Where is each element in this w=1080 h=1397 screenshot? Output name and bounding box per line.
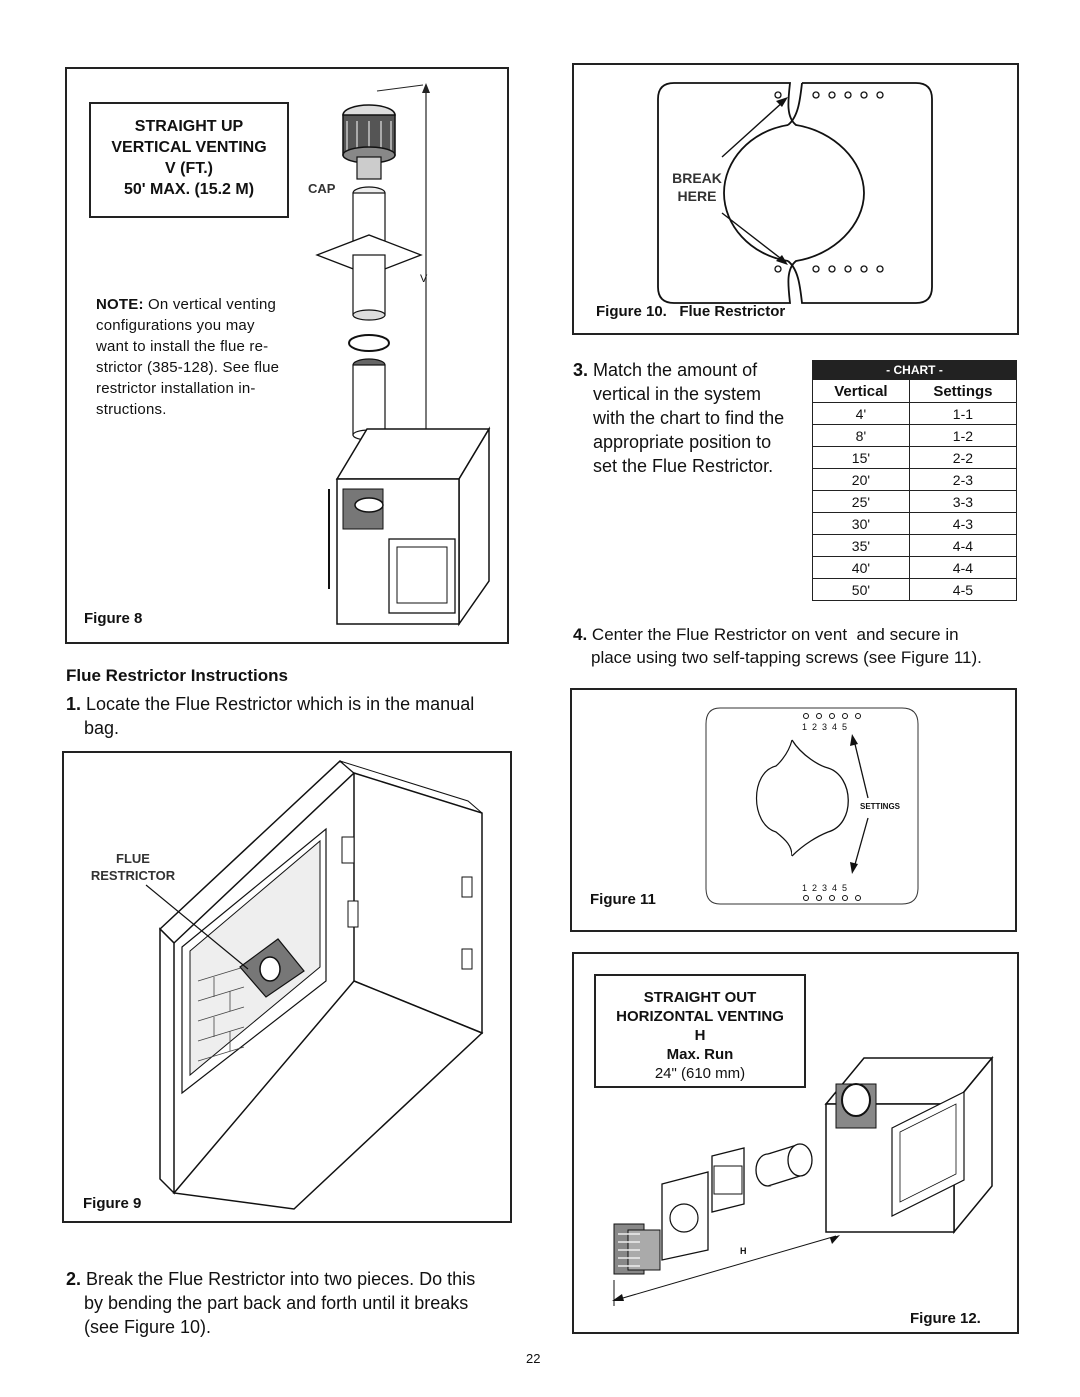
vertical-venting-label-box: STRAIGHT UP VERTICAL VENTING V (FT.) 50'… [89, 102, 289, 218]
step-2-number: 2. [66, 1269, 82, 1289]
figure-8-panel: STRAIGHT UP VERTICAL VENTING V (FT.) 50'… [65, 67, 509, 644]
chart-cell-vertical: 20' [812, 468, 910, 491]
chart-row: 35'4-4 [812, 534, 1018, 557]
step-3-line-4: appropriate position to [593, 432, 772, 452]
cap-label: CAP [308, 181, 336, 196]
note-line-1: On vertical venting [148, 296, 277, 313]
figure-8-note: NOTE: On vertical venting configurations… [96, 294, 311, 420]
v-label: V [420, 273, 428, 285]
figure-11-caption: Figure 11 [590, 891, 656, 908]
chart-cell-setting: 4-4 [908, 534, 1018, 557]
venting-title-line-3: V (FT.) [165, 160, 213, 177]
figure-10-panel: BREAK HERE Figure 10. Flue Restrictor [572, 63, 1019, 335]
figure-12-panel: STRAIGHT OUT HORIZONTAL VENTING H Max. R… [572, 952, 1019, 1334]
step-4: 4. Center the Flue Restrictor on vent an… [573, 623, 1033, 669]
chart-cell-vertical: 40' [812, 556, 910, 579]
chart-cell-setting: 4-4 [908, 556, 1018, 579]
section-title: Flue Restrictor Instructions [66, 666, 288, 685]
step-2-line-2: by bending the part back and forth until… [84, 1293, 469, 1313]
step-1-number: 1. [66, 694, 82, 714]
chart-row: 50'4-5 [812, 578, 1018, 601]
step-4-line-2: place using two self-tapping screws (see… [591, 648, 982, 667]
figure-10-caption: Figure 10. Flue Restrictor [596, 303, 786, 320]
step-4-number: 4. [573, 625, 588, 644]
chart-cell-setting: 3-3 [908, 490, 1018, 513]
flue-label-line-2: RESTRICTOR [90, 868, 176, 883]
chart-row: 30'4-3 [812, 512, 1018, 535]
step-3-line-2: vertical in the system [593, 384, 762, 404]
chart-row: 4'1-1 [812, 402, 1018, 425]
figure-11-panel: 1 2 3 4 5 SETTINGS 1 2 3 4 5 Figure 11 [570, 688, 1017, 932]
vertical-vent-illustration [315, 83, 491, 627]
settings-numbers-top: 1 2 3 4 5 [802, 722, 848, 732]
chart-cell-setting: 1-1 [908, 402, 1018, 425]
step-2-line-1: Break the Flue Restrictor into two piece… [86, 1269, 476, 1289]
note-label: NOTE: [96, 296, 144, 313]
chart-cell-vertical: 35' [812, 534, 910, 557]
figure-9-caption: Figure 9 [83, 1195, 142, 1212]
horizontal-title-line-2: HORIZONTAL VENTING [616, 1008, 784, 1025]
step-3-number: 3. [573, 360, 589, 380]
settings-chart: - CHART - Vertical Settings 4'1-1 8'1-2 … [812, 360, 1018, 601]
horizontal-title-line-3: H [694, 1027, 706, 1044]
flue-restrictor-label: FLUE RESTRICTOR [78, 850, 188, 884]
note-line-5: restrictor installation in- [96, 380, 256, 397]
note-line-2: configurations you may [96, 317, 255, 334]
fireplace-interior-illustration [145, 759, 484, 1210]
chart-header-vertical: Vertical [812, 379, 910, 403]
step-2: 2. Break the Flue Restrictor into two pi… [66, 1267, 526, 1339]
chart-cell-setting: 4-5 [908, 578, 1018, 601]
chart-header-settings: Settings [908, 379, 1018, 403]
step-3-line-3: with the chart to find the [593, 408, 785, 428]
step-4-line-1: Center the Flue Restrictor on vent and s… [591, 625, 959, 644]
chart-row: 15'2-2 [812, 446, 1018, 469]
chart-row: 25'3-3 [812, 490, 1018, 513]
chart-cell-vertical: 4' [812, 402, 910, 425]
chart-cell-vertical: 30' [812, 512, 910, 535]
restrictor-settings-diagram [705, 707, 919, 905]
horizontal-vent-illustration [612, 1055, 994, 1306]
chart-cell-vertical: 15' [812, 446, 910, 469]
step-2-line-3: (see Figure 10). [84, 1317, 212, 1337]
step-3: 3. Match the amount of vertical in the s… [573, 358, 803, 478]
figure-9-panel: FLUE RESTRICTOR Figure 9 [62, 751, 512, 1223]
flue-restrictor-break-diagram [657, 82, 933, 304]
chart-cell-vertical: 50' [812, 578, 910, 601]
break-label-line-2: HERE [677, 188, 717, 204]
venting-title-line-4: 50' MAX. (15.2 M) [123, 181, 255, 198]
step-3-line-1: Match the amount of [593, 360, 758, 380]
step-1: 1. Locate the Flue Restrictor which is i… [66, 692, 516, 740]
chart-cell-setting: 4-3 [908, 512, 1018, 535]
horizontal-title-line-1: STRAIGHT OUT [643, 989, 757, 1006]
chart-row: 8'1-2 [812, 424, 1018, 447]
note-line-3: want to install the flue re- [96, 338, 269, 355]
settings-numbers-bottom: 1 2 3 4 5 [802, 883, 848, 893]
break-label-line-1: BREAK [672, 170, 722, 186]
horizontal-venting-label-box: STRAIGHT OUT HORIZONTAL VENTING H Max. R… [594, 974, 806, 1088]
h-dimension-label: H [740, 1246, 747, 1256]
chart-cell-vertical: 8' [812, 424, 910, 447]
chart-cell-vertical: 25' [812, 490, 910, 513]
flue-label-line-1: FLUE [116, 851, 150, 866]
horizontal-title-line-4: Max. Run [666, 1046, 734, 1063]
step-3-line-5: set the Flue Restrictor. [593, 456, 774, 476]
step-1-line-2: bag. [84, 718, 120, 738]
settings-label: SETTINGS [860, 802, 901, 811]
chart-row: 20'2-3 [812, 468, 1018, 491]
note-line-4: strictor (385-128). See flue [96, 359, 280, 376]
note-line-6: structions. [96, 401, 167, 418]
horizontal-size-line: 24" (610 mm) [654, 1065, 746, 1082]
venting-title-line-2: VERTICAL VENTING [111, 139, 267, 156]
figure-12-caption: Figure 12. [910, 1310, 981, 1327]
page-number: 22 [526, 1351, 541, 1366]
chart-title: - CHART - [812, 360, 1017, 380]
break-here-label: BREAK HERE [672, 169, 722, 205]
chart-cell-setting: 1-2 [908, 424, 1018, 447]
venting-title-line-1: STRAIGHT UP [134, 118, 244, 135]
chart-cell-setting: 2-2 [908, 446, 1018, 469]
figure-8-caption: Figure 8 [84, 610, 143, 627]
step-1-line-1: Locate the Flue Restrictor which is in t… [86, 694, 475, 714]
chart-cell-setting: 2-3 [908, 468, 1018, 491]
chart-row: 40'4-4 [812, 556, 1018, 579]
